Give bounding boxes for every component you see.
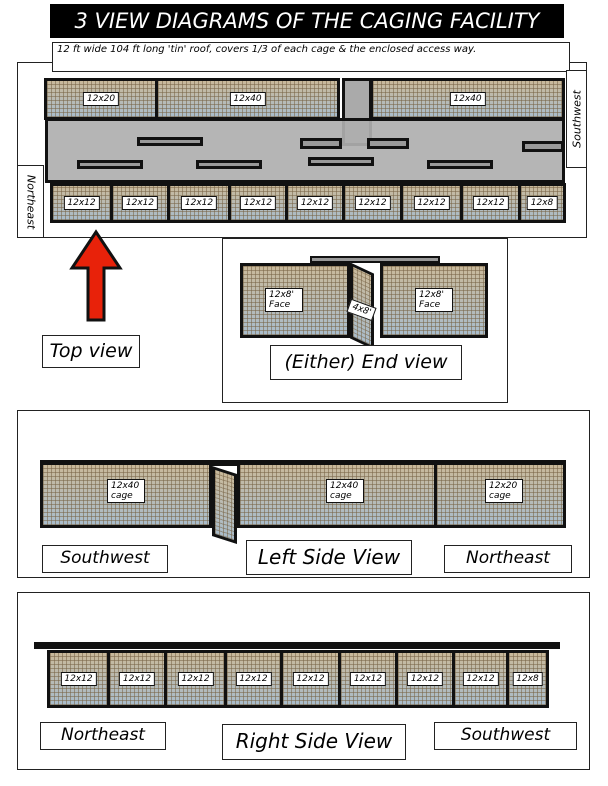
cage: 12x12 <box>47 650 110 708</box>
cage: 12x12 <box>107 650 167 708</box>
roof-beam <box>137 137 203 146</box>
cage-size-label: 12x12 <box>180 196 218 210</box>
arrow-up-icon <box>69 229 123 322</box>
left-side-view-label: Left Side View <box>246 540 412 575</box>
cage: 12x12 <box>400 183 463 223</box>
left-cage-3: 12x20 cage <box>434 462 566 528</box>
top-view-label: Top view <box>42 335 140 368</box>
end-view-label: (Either) End view <box>270 345 462 380</box>
left-cage-2: 12x40 cage <box>237 462 437 528</box>
cage: 12x12 <box>342 183 403 223</box>
cage-size-label: 12x12 <box>63 196 100 210</box>
cage: 12x20 <box>44 78 158 120</box>
cage: 12x12 <box>395 650 455 708</box>
cage-size-label: 12x12 <box>60 672 97 686</box>
cage: 12x40 <box>370 78 565 120</box>
roof-beam <box>427 160 493 169</box>
left-door[interactable] <box>212 465 237 545</box>
cage: 12x40 <box>155 78 340 120</box>
left-northeast-label: Northeast <box>444 545 572 573</box>
roof-line <box>34 642 560 649</box>
cage: 12x12 <box>452 650 509 708</box>
cage: 12x12 <box>164 650 227 708</box>
roof-beam <box>522 141 564 152</box>
left-southwest-label: Southwest <box>42 545 168 573</box>
cage-size-label: 12x12 <box>413 196 450 210</box>
northeast-label: Northeast <box>17 165 44 238</box>
southwest-label: Southwest <box>566 70 587 168</box>
roof-beam <box>300 138 342 149</box>
cage-size-label: 12x12 <box>472 196 509 210</box>
cage-size-label: 12x8 <box>512 672 543 686</box>
cage-size-label: 12x12 <box>462 672 499 686</box>
cage: 12x12 <box>167 183 231 223</box>
cage: 12x12 <box>110 183 170 223</box>
roof-beam <box>308 157 374 166</box>
right-southwest-label: Southwest <box>434 722 577 750</box>
cage-size-label: 12x20 <box>82 92 120 106</box>
cage-size-label: 12x12 <box>349 672 387 686</box>
roof-note: 12 ft wide 104 ft long 'tin' roof, cover… <box>52 42 570 72</box>
cage: 12x12 <box>224 650 283 708</box>
right-side-view-label: Right Side View <box>222 724 406 760</box>
cage: 12x12 <box>460 183 521 223</box>
cage-size-label: 12x40 <box>449 92 486 106</box>
end-cage-left: 12x8' Face <box>240 263 350 338</box>
cage-size-label: 12x12 <box>354 196 391 210</box>
cage: 12x8 <box>506 650 549 708</box>
roof-beam <box>367 138 409 149</box>
cage: 12x12 <box>285 183 345 223</box>
cage-size-label: 12x12 <box>239 196 277 210</box>
cage-size-label: 12x8 <box>526 196 558 210</box>
cage: 12x12 <box>228 183 288 223</box>
access-way <box>45 118 565 183</box>
left-cage-1: 12x40 cage <box>40 462 212 528</box>
cage: 12x12 <box>338 650 398 708</box>
cage: 12x12 <box>50 183 113 223</box>
roof-beam <box>77 160 143 169</box>
roof-edge <box>310 256 440 263</box>
title-banner: 3 VIEW DIAGRAMS OF THE CAGING FACILITY <box>50 4 564 38</box>
cage-size-label: 12x12 <box>406 672 444 686</box>
cage-size-label: 12x12 <box>235 672 272 686</box>
cage-size-label: 12x12 <box>296 196 334 210</box>
cage-size-label: 12x40 <box>229 92 266 106</box>
end-cage-right: 12x8' Face <box>380 263 488 338</box>
cage-size-label: 12x12 <box>121 196 159 210</box>
cage: 12x12 <box>280 650 341 708</box>
cage-size-label: 12x12 <box>292 672 329 686</box>
right-northeast-label: Northeast <box>40 722 166 750</box>
cage-size-label: 12x12 <box>177 672 214 686</box>
roof-beam <box>196 160 262 169</box>
cage-size-label: 12x12 <box>118 672 156 686</box>
cage: 12x8 <box>518 183 566 223</box>
